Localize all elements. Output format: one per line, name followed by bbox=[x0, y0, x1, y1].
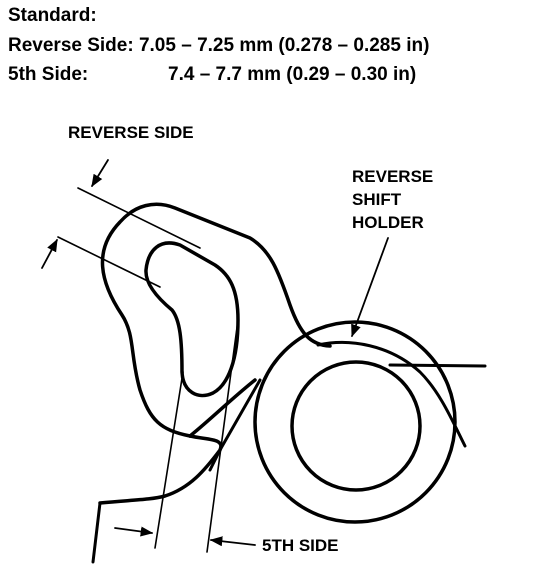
label-holder-line3: HOLDER bbox=[352, 213, 424, 232]
fork-lower-edge bbox=[218, 378, 262, 452]
label-holder-line1: REVERSE bbox=[352, 167, 434, 186]
spec-title: Standard: bbox=[8, 5, 97, 26]
fifth-arrow-right bbox=[209, 536, 256, 547]
holder-rim-line bbox=[316, 341, 467, 448]
reverse-extension-line-2 bbox=[57, 236, 161, 288]
reverse-extension-line-1 bbox=[77, 187, 201, 249]
fifth-extension-line-2 bbox=[206, 319, 239, 553]
reverse-arrow-lower bbox=[41, 238, 58, 269]
fifth-extension-line-1 bbox=[154, 371, 184, 549]
spec-fifth-side: 5th Side: 7.4 – 7.7 mm (0.29 – 0.30 in) bbox=[8, 64, 416, 86]
label-reverse-side: REVERSE SIDE bbox=[68, 123, 194, 142]
spec-fifth-side-label: 5th Side: bbox=[8, 64, 89, 85]
reverse-arrow-upper bbox=[91, 159, 109, 188]
holder-leader-arrow bbox=[351, 237, 389, 338]
label-holder-line2: SHIFT bbox=[352, 190, 402, 209]
holder-top-line bbox=[388, 363, 487, 368]
rod-left-edge bbox=[91, 501, 102, 564]
fifth-arrow-left bbox=[114, 526, 154, 537]
rod-right-edge bbox=[208, 448, 222, 472]
holder-outer-ring bbox=[253, 320, 457, 524]
fork-contact-edge bbox=[188, 378, 257, 438]
spec-fifth-side-value: 7.4 – 7.7 mm (0.29 – 0.30 in) bbox=[168, 64, 417, 85]
label-fifth-side: 5TH SIDE bbox=[262, 536, 339, 555]
fork-inner-slot bbox=[144, 241, 240, 398]
holder-inner-bore bbox=[290, 360, 422, 492]
fork-outer-outline bbox=[98, 202, 332, 505]
spec-reverse-side: Reverse Side: 7.05 – 7.25 mm (0.278 – 0.… bbox=[8, 35, 430, 56]
